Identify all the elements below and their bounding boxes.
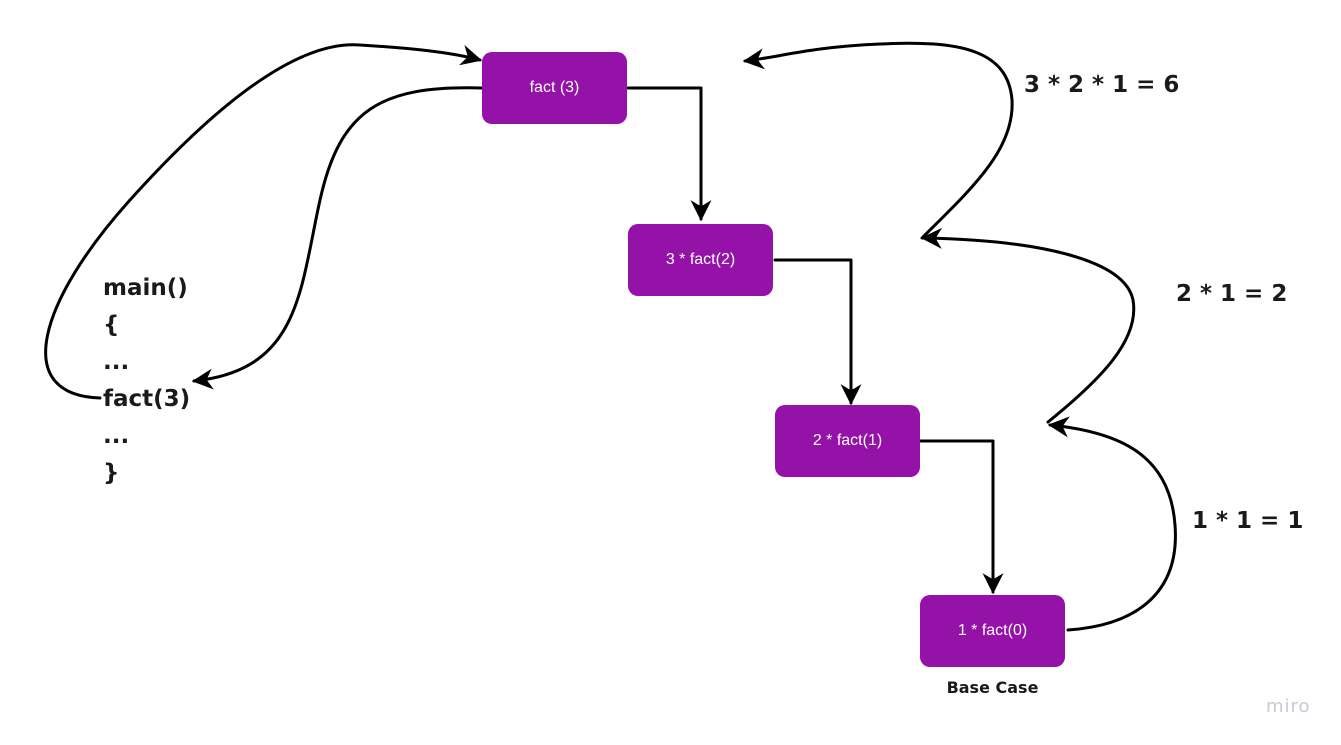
code-line: ... [103,349,130,375]
code-line: main() [103,275,188,301]
return-label-3: 3 * 2 * 1 = 6 [1024,72,1180,98]
return-arrow-2 [920,227,1136,424]
step-arrow-3 [918,439,1004,595]
box-fact-3: fact (3) [482,52,627,124]
base-case-label: Base Case [946,678,1039,697]
step-arrow-2 [773,258,862,406]
box-label: fact (3) [529,79,580,96]
main-code-block: main() { ... fact(3) ... } [103,270,190,492]
code-line: ... [103,423,130,449]
return-to-main-arrow [191,86,484,390]
box-2-times-fact-1: 2 * fact(1) [775,405,920,477]
box-label: 1 * fact(0) [957,622,1028,639]
step-arrow-1 [626,86,712,222]
box-label: 2 * fact(1) [812,432,883,449]
box-label: 3 * fact(2) [665,251,736,268]
return-label-1: 1 * 1 = 1 [1192,508,1304,534]
return-arrow-3 [742,41,1014,240]
box-3-times-fact-2: 3 * fact(2) [628,224,773,296]
return-arrow-1 [1047,416,1177,632]
code-line: fact(3) [103,386,191,412]
call-arrow [44,43,483,400]
return-label-2: 2 * 1 = 2 [1176,281,1288,307]
code-line: } [103,460,120,486]
code-line: { [103,312,120,338]
box-1-times-fact-0: 1 * fact(0) [920,595,1065,667]
miro-watermark: miro [1266,696,1311,717]
